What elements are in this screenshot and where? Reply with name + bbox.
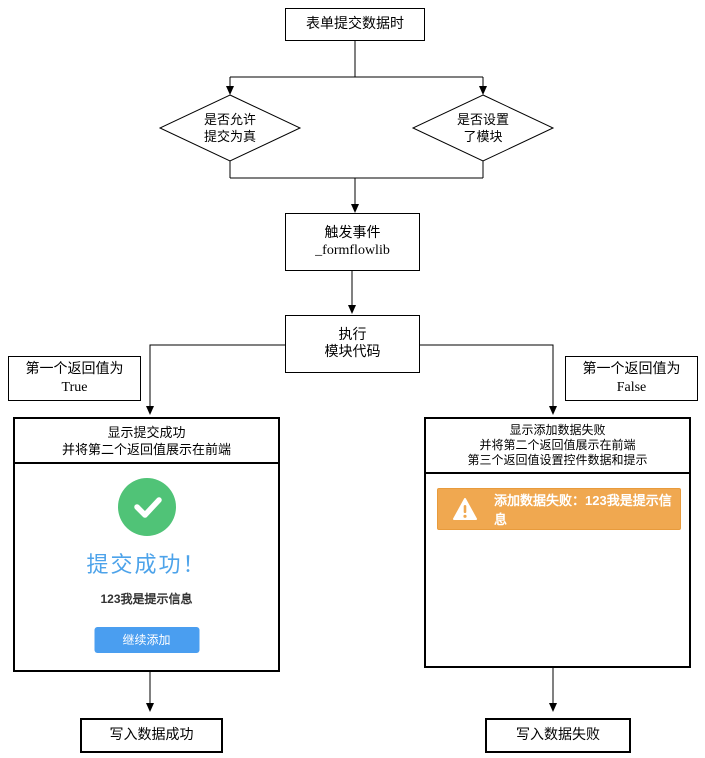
branch-true-line1: 第一个返回值为 bbox=[25, 362, 124, 377]
failure-preview: 添加数据失败：123我是提示信息 bbox=[426, 474, 689, 666]
error-alert-text: 添加数据失败：123我是提示信息 bbox=[494, 493, 672, 527]
error-alert: 添加数据失败：123我是提示信息 bbox=[437, 488, 681, 530]
arrowheads bbox=[146, 86, 557, 712]
node-trigger-event-line1: 触发事件 bbox=[324, 225, 381, 241]
check-icon bbox=[117, 478, 176, 536]
failure-header-line3: 第三个返回值设置控件数据和提示 bbox=[467, 453, 648, 467]
continue-add-button[interactable]: 继续添加 bbox=[94, 627, 199, 653]
node-form-submit: 表单提交数据时 bbox=[285, 8, 425, 41]
node-write-fail: 写入数据失败 bbox=[485, 718, 631, 753]
node-execute-module-line2: 模块代码 bbox=[324, 345, 381, 360]
failure-header-line2: 并将第二个返回值展示在前端 bbox=[479, 438, 636, 452]
branch-false-line2: False bbox=[616, 379, 647, 395]
success-box-header: 显示提交成功 并将第二个返回值展示在前端 bbox=[15, 419, 278, 464]
node-form-submit-label: 表单提交数据时 bbox=[306, 16, 404, 32]
node-trigger-event: 触发事件 _formflowlib bbox=[285, 213, 420, 271]
branch-label-true: 第一个返回值为 True bbox=[8, 356, 141, 401]
node-write-success-label: 写入数据成功 bbox=[109, 727, 194, 743]
decision-module-line1: 是否设置 bbox=[456, 112, 509, 127]
success-header-line1: 显示提交成功 bbox=[107, 425, 186, 440]
node-execute-module-line1: 执行 bbox=[338, 327, 367, 343]
node-write-fail-label: 写入数据失败 bbox=[516, 727, 600, 743]
decision-module-line2: 了模块 bbox=[463, 129, 503, 144]
node-write-success: 写入数据成功 bbox=[80, 718, 223, 753]
decision-allow-line2: 提交为真 bbox=[203, 129, 256, 144]
decision-allow-diamond bbox=[158, 94, 302, 162]
branch-true-line2: True bbox=[61, 379, 88, 395]
warning-triangle-icon bbox=[452, 497, 478, 521]
failure-header-line1: 显示添加数据失败 bbox=[509, 423, 606, 437]
success-header-line2: 并将第二个返回值展示在前端 bbox=[61, 442, 231, 457]
decision-module-diamond bbox=[411, 94, 555, 162]
failure-box-header: 显示添加数据失败 并将第二个返回值展示在前端 第三个返回值设置控件数据和提示 bbox=[426, 419, 689, 474]
success-message: 123我是提示信息 bbox=[100, 592, 193, 606]
failure-result-box: 显示添加数据失败 并将第二个返回值展示在前端 第三个返回值设置控件数据和提示 添… bbox=[424, 417, 691, 668]
success-preview: 提交成功！ 123我是提示信息 继续添加 bbox=[15, 464, 278, 660]
decision-allow-line1: 是否允许 bbox=[203, 112, 256, 127]
decision-module-label: 是否设置 了模块 bbox=[413, 111, 553, 145]
success-title: 提交成功！ bbox=[86, 552, 207, 577]
branch-false-line1: 第一个返回值为 bbox=[582, 362, 681, 377]
node-execute-module: 执行 模块代码 bbox=[285, 315, 420, 373]
node-trigger-event-line2: _formflowlib bbox=[315, 243, 390, 258]
decision-allow-label: 是否允许 提交为真 bbox=[160, 111, 300, 145]
success-result-box: 显示提交成功 并将第二个返回值展示在前端 提交成功！ 123我是提示信息 继续添… bbox=[13, 417, 280, 672]
branch-label-false: 第一个返回值为 False bbox=[565, 356, 698, 401]
